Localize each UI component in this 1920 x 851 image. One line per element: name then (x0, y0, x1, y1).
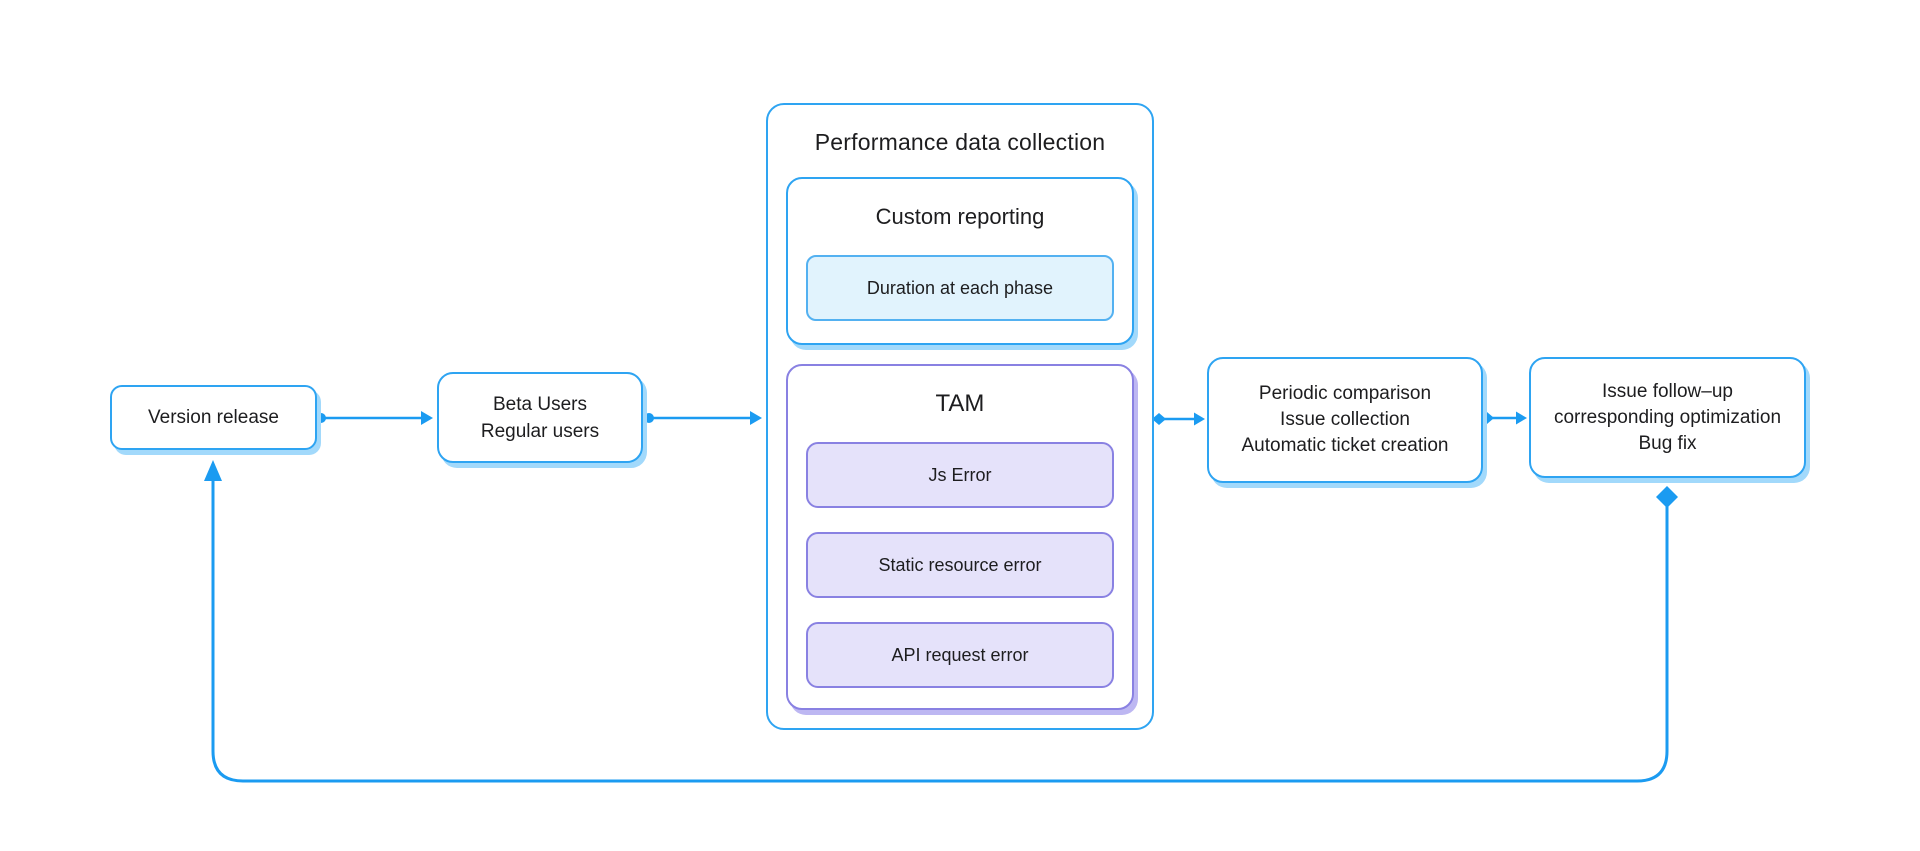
version-release-node: Version release (110, 385, 317, 450)
node-label-line: Issue follow–up (1602, 380, 1733, 402)
beta-users-node: Beta Users Regular users (437, 372, 643, 463)
node-label-line: corresponding optimization (1553, 406, 1782, 428)
arrowhead-icon (1516, 411, 1527, 425)
tam-item-api-request-error: API request error (806, 622, 1114, 688)
node-label-line: Issue collection (1280, 409, 1410, 430)
node-label: Version release (148, 406, 279, 428)
group-title: TAM (935, 390, 985, 417)
periodic-actions-node: Periodic comparison Issue collection Aut… (1207, 357, 1483, 483)
connector-version-to-beta (316, 411, 433, 425)
arrowhead-icon (750, 411, 762, 425)
custom-reporting-group: Custom reporting Duration at each phase (786, 177, 1134, 345)
issue-followup-node: Issue follow–up corresponding optimizati… (1529, 357, 1806, 478)
duration-item: Duration at each phase (806, 255, 1114, 321)
group-title: Custom reporting (875, 204, 1045, 229)
connector-start-diamond (1152, 413, 1166, 425)
arrowhead-icon (1194, 412, 1205, 426)
node-label-line: Beta Users (493, 393, 587, 415)
group-title: Performance data collection (814, 128, 1106, 155)
arrowhead-icon (421, 411, 433, 425)
connector-start-dot (644, 413, 654, 423)
performance-data-collection-group: Performance data collection Custom repor… (766, 103, 1154, 730)
connector-collection-to-periodic (1152, 412, 1205, 426)
tam-item-static-resource-error: Static resource error (806, 532, 1114, 598)
node-label-line: Bug fix (1638, 432, 1697, 454)
connector-start-dot (316, 413, 326, 423)
node-label-line: Automatic ticket creation (1241, 435, 1449, 456)
connector-periodic-to-issue (1480, 411, 1527, 425)
connector-beta-to-collection (644, 411, 762, 425)
node-label-line: Periodic comparison (1258, 383, 1432, 404)
node-label-line: Regular users (480, 420, 600, 442)
tam-group: TAM Js Error Static resource error API r… (786, 364, 1134, 710)
tam-item-js-error: Js Error (806, 442, 1114, 508)
arrowhead-icon (204, 460, 222, 481)
connector-start-diamond (1656, 486, 1678, 508)
